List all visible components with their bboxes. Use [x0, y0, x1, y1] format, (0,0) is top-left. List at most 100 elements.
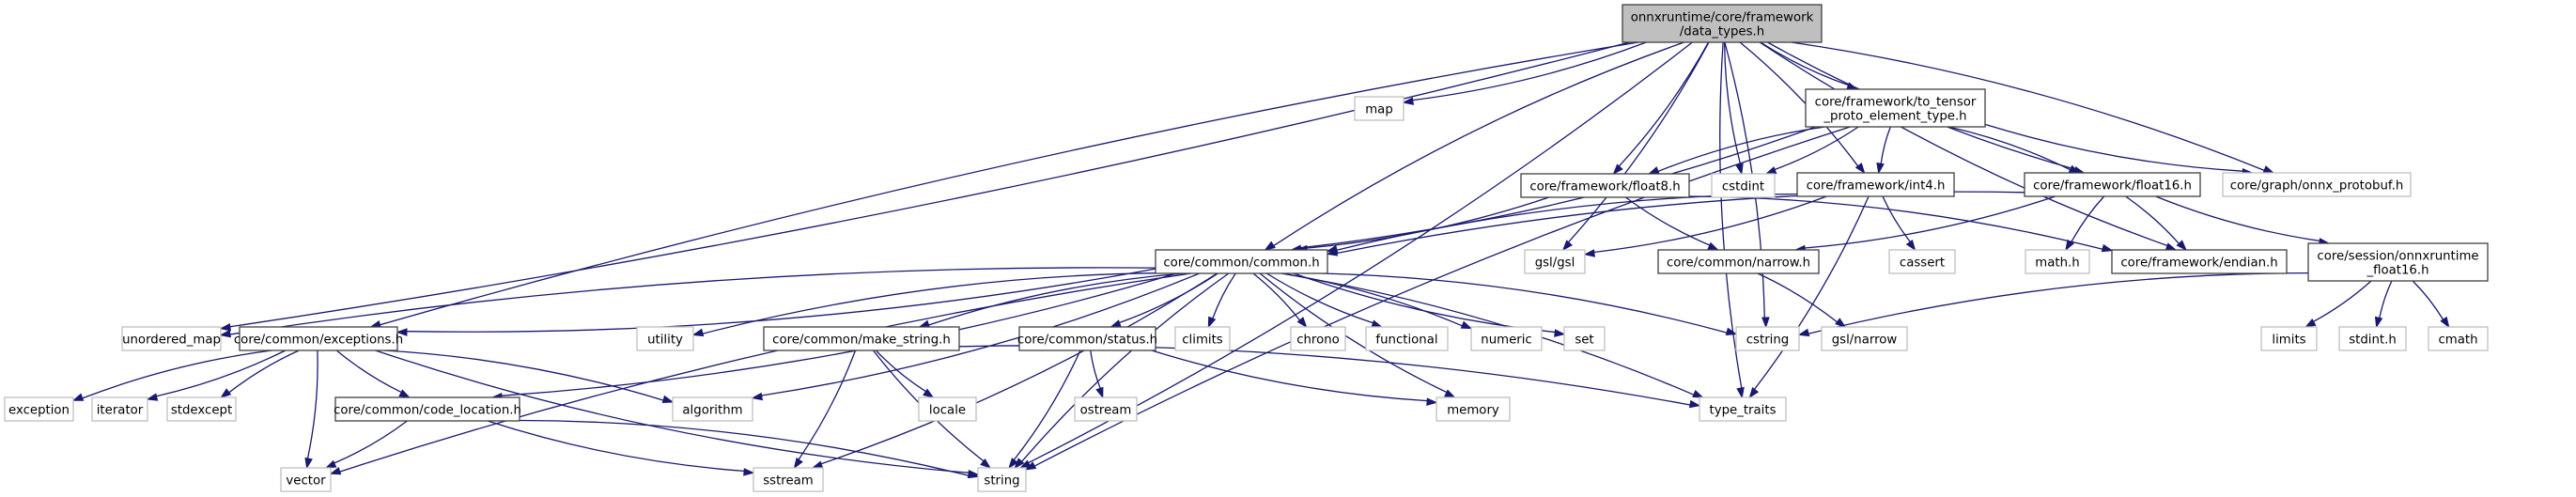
edge-line [1281, 272, 1463, 327]
node-data-types[interactable]: onnxruntime/core/framework/data_types.h [1622, 4, 1823, 43]
node-box [280, 467, 332, 492]
node-label: string [984, 474, 1019, 489]
node-box [1074, 396, 1138, 422]
edge-line [228, 349, 300, 394]
edge-exceptions-to-iterator [146, 349, 287, 401]
node-set: set [1563, 326, 1606, 351]
edge-line [406, 268, 1156, 333]
edge-status-to-ostream [1090, 349, 1104, 399]
arrowhead-icon [1402, 97, 1414, 105]
node-box [1805, 88, 1986, 128]
node-ort-float16[interactable]: core/session/onnxruntime_float16.h [2307, 242, 2489, 282]
node-label: math.h [2035, 256, 2079, 271]
arrowhead-icon [1736, 386, 1745, 399]
arrowhead-icon [1460, 320, 1473, 330]
edge-int4-to-type_traits [1748, 195, 1870, 399]
arrowhead-icon [743, 468, 755, 476]
edge-line [1688, 195, 2103, 250]
node-int4[interactable]: core/framework/int4.h [1796, 172, 1955, 197]
node-float16[interactable]: core/framework/float16.h [2024, 172, 2201, 197]
node-endian[interactable]: core/framework/endian.h [2111, 249, 2288, 274]
node-box [1018, 326, 1156, 351]
edge-line [1719, 41, 1743, 389]
node-status[interactable]: core/common/status.h [1017, 326, 1157, 351]
edge-line [1882, 195, 1911, 242]
node-cstdint: cstdint [1711, 173, 1776, 198]
node-box [2024, 172, 2201, 197]
arrowhead-icon [1583, 249, 1595, 257]
node-make-string[interactable]: core/common/make_string.h [763, 326, 960, 351]
edges-layer [71, 41, 2450, 479]
node-label: core/framework/float16.h [2033, 179, 2192, 194]
node-label: _float16.h [2366, 264, 2429, 278]
edge-line [1273, 41, 1684, 247]
node-box [2111, 249, 2288, 274]
arrowhead-icon [1688, 399, 1701, 409]
edge-line [761, 272, 1200, 396]
edge-status-to-memory [1151, 349, 1438, 406]
edge-line [2379, 280, 2393, 318]
node-narrow[interactable]: core/common/narrow.h [1657, 249, 1820, 274]
arrowhead-icon [1371, 319, 1384, 328]
node-math-h: math.h [2025, 249, 2090, 274]
node-common[interactable]: core/common/common.h [1155, 249, 1328, 274]
edge-line [375, 349, 970, 474]
edge-data_types-to-exceptions [369, 41, 1639, 329]
edge-line [1774, 126, 1859, 171]
edge-to_tensor-to-string [1024, 126, 1851, 471]
arrowhead-icon [1735, 163, 1744, 176]
edge-line [1791, 41, 2265, 172]
edge-line [1280, 272, 1695, 396]
edge-line [928, 272, 1184, 326]
arrowhead-icon [396, 328, 408, 336]
node-box [1699, 396, 1787, 422]
node-label: unordered_map [122, 334, 221, 348]
node-box [918, 396, 977, 422]
node-label: core/common/common.h [1163, 256, 1319, 271]
edge-line [487, 420, 745, 473]
node-label: functional [1375, 334, 1437, 348]
node-label: ostream [1080, 404, 1132, 418]
node-label: set [1575, 334, 1593, 348]
edge-line [82, 349, 272, 399]
node-label: limits [2272, 334, 2305, 348]
node-box [1888, 249, 1956, 274]
node-exceptions[interactable]: core/common/exceptions.h [234, 326, 403, 351]
edge-make_string-to-locale [875, 349, 935, 398]
edge-common-to-numeric [1281, 272, 1473, 330]
edge-line [383, 349, 664, 401]
node-box [2307, 242, 2489, 282]
node-label: cstdint [1722, 180, 1764, 194]
node-label: cstring [1746, 334, 1789, 348]
node-unordered-map: unordered_map [121, 326, 222, 351]
arrowhead-icon [661, 395, 675, 404]
node-label: climits [1182, 334, 1223, 348]
arrowhead-icon [1561, 240, 1573, 252]
node-label: core/common/code_location.h [334, 404, 521, 418]
edge-line [1412, 41, 1647, 101]
edge-common-to-utility [691, 272, 1156, 337]
node-code-location[interactable]: core/common/code_location.h [334, 396, 521, 422]
edge-data_types-to-common [1264, 41, 1684, 251]
node-float8[interactable]: core/framework/float8.h [1520, 173, 1690, 198]
node-box [1470, 326, 1543, 351]
edge-line [2125, 195, 2180, 244]
edge-exceptions-to-algorithm [383, 349, 675, 404]
node-box [1520, 173, 1690, 198]
node-numeric: numeric [1470, 326, 1543, 351]
edge-line [2313, 280, 2372, 322]
edge-data_types-to-float8 [1612, 41, 1710, 176]
node-utility: utility [636, 326, 694, 351]
arrowhead-icon [751, 392, 764, 401]
edge-data_types-to-unordered_map [219, 41, 1630, 332]
node-to-tensor[interactable]: core/framework/to_tensor_proto_element_t… [1805, 88, 1986, 128]
arrowhead-icon [923, 388, 935, 398]
edge-exceptions-to-exception [71, 349, 272, 401]
edge-line [380, 41, 1639, 326]
arrowhead-icon [1264, 241, 1276, 251]
node-limits: limits [2260, 326, 2318, 351]
edge-to_tensor-to-int4 [1876, 126, 1891, 175]
edge-exceptions-to-vector [304, 349, 318, 470]
arrowhead-icon [329, 466, 342, 475]
